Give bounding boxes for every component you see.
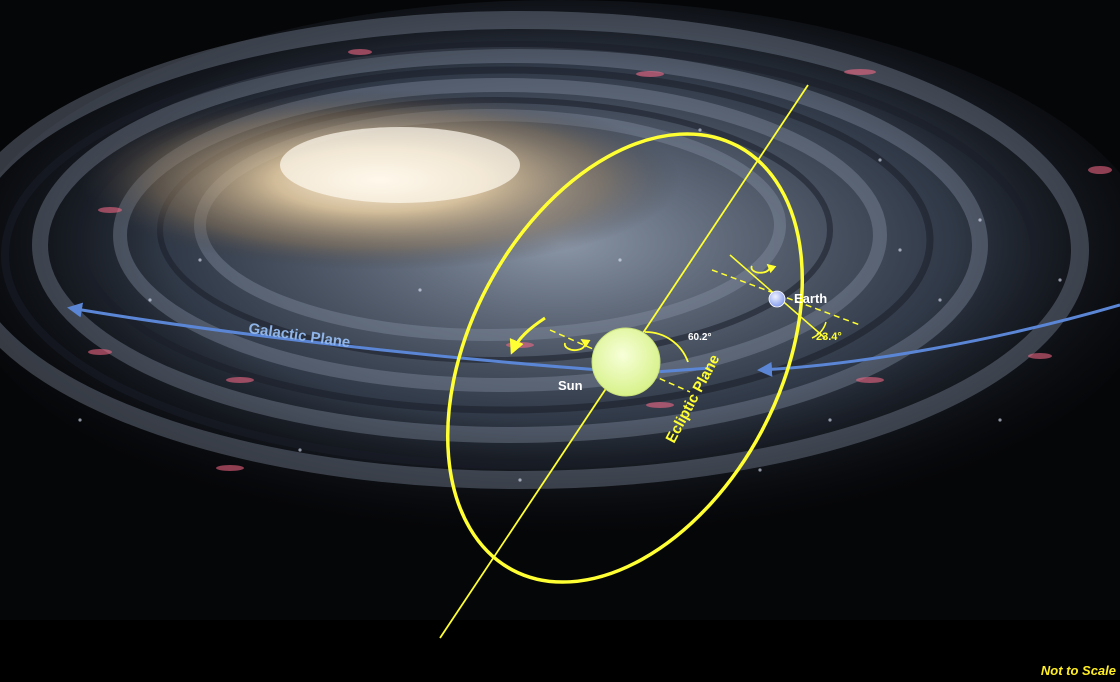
sun-label: Sun: [558, 378, 583, 393]
earth-tilt-label: 23.4°: [816, 331, 842, 343]
earth: [711, 254, 861, 339]
scale-note: Not to Scale: [1040, 663, 1116, 678]
sun-tilt-label: 60.2°: [688, 332, 711, 343]
sun-tilt-angle-arc: [644, 331, 689, 363]
galactic-plane-line: [654, 366, 711, 374]
earth-label: Earth: [794, 291, 827, 306]
ecliptic-orbit: [445, 132, 805, 584]
sun: [549, 327, 691, 397]
galactic-plane-arrow: [67, 302, 1120, 377]
